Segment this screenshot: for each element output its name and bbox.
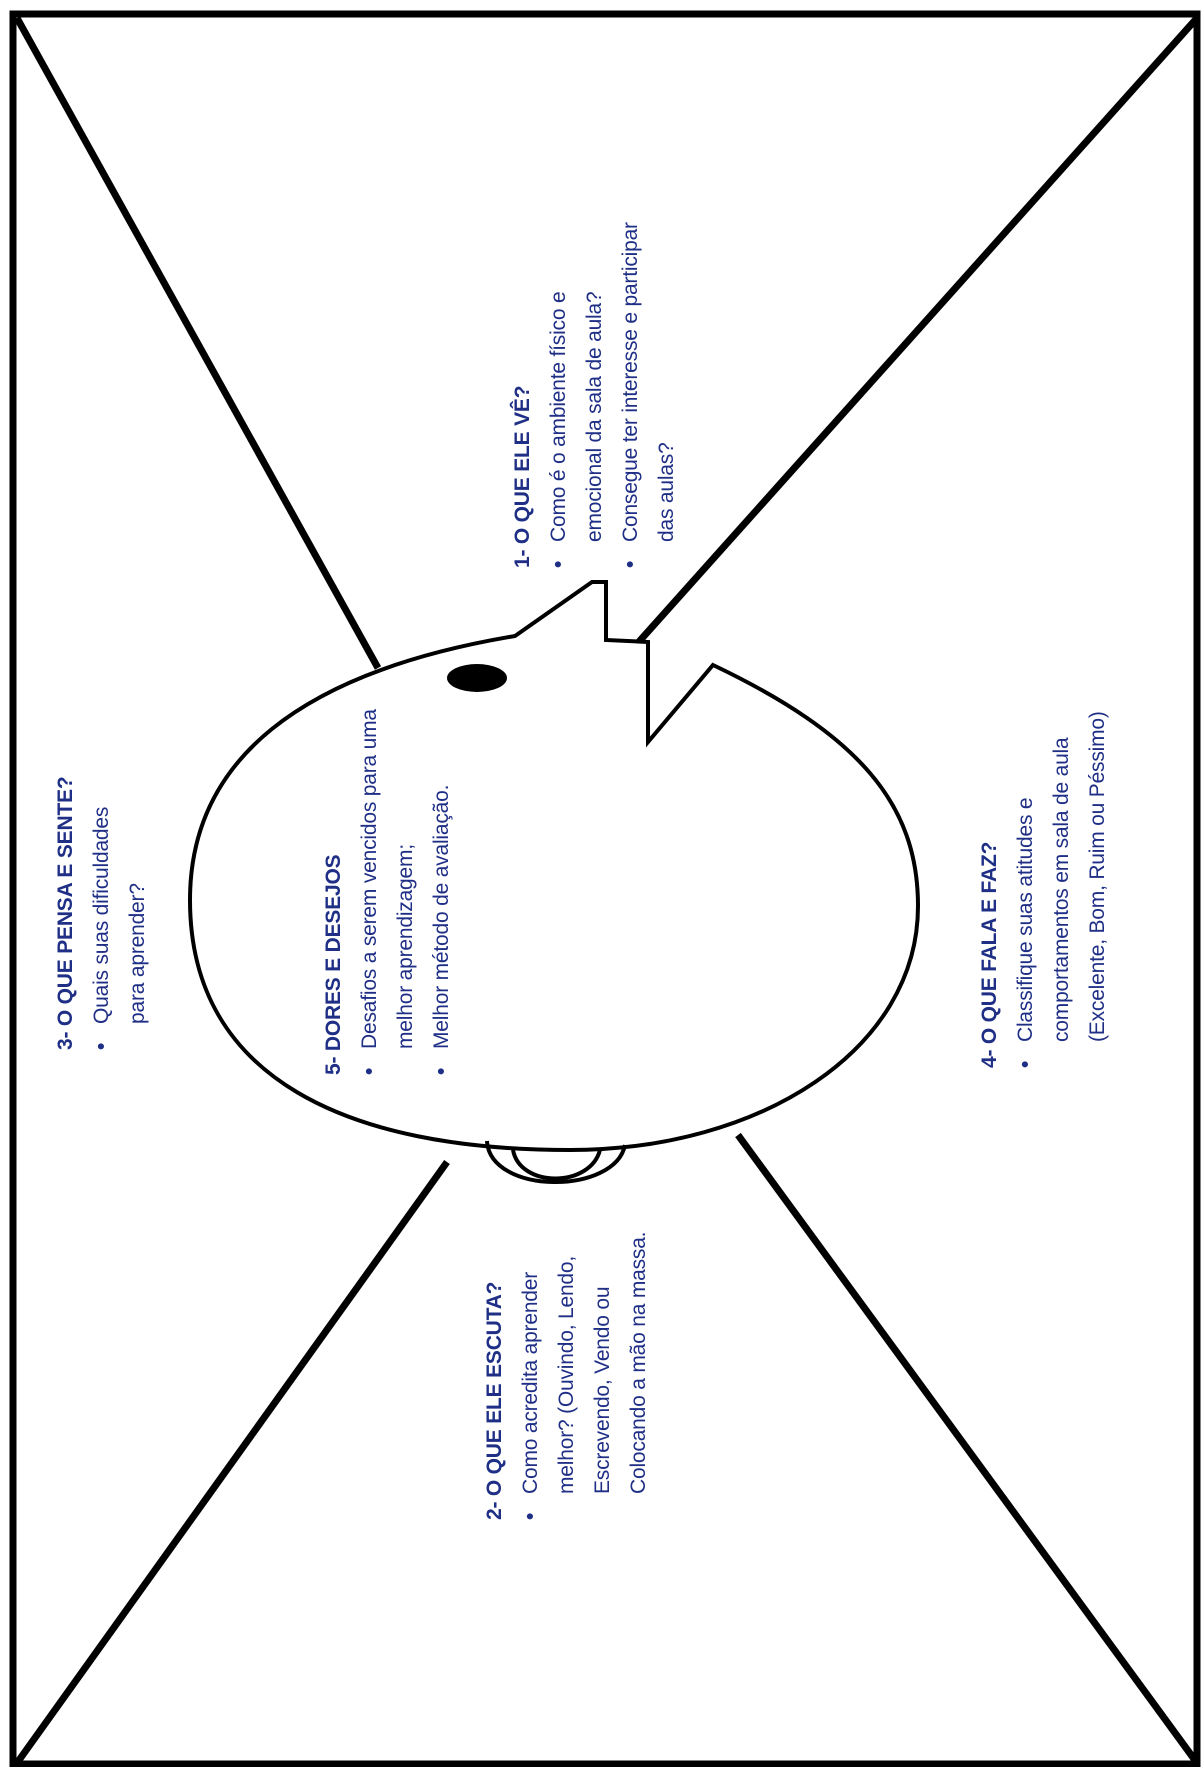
- section-dores-item: Melhor método de avaliação.: [424, 705, 460, 1075]
- divider-top-left: [13, 16, 382, 670]
- section-escuta-list: Como acredita aprender melhor? (Ouvindo,…: [513, 1220, 657, 1520]
- section-ve-item: Consegue ter interesse e participar das …: [613, 196, 685, 568]
- ear-inner: [511, 1149, 602, 1181]
- ear-outer: [485, 1140, 627, 1184]
- head-outline: [187, 580, 921, 1153]
- section-fala-list: Classifique suas atitudes e comportament…: [1008, 698, 1116, 1068]
- section-dores-heading: 5- DORES E DESEJOS: [322, 854, 345, 1075]
- section-escuta: 2- O QUE ELE ESCUTA? Como acredita apren…: [477, 1220, 657, 1520]
- section-pensa-item: Quais suas dificuldades para aprender?: [84, 785, 156, 1050]
- section-pensa-heading: 3- O QUE PENSA E SENTE?: [54, 776, 77, 1050]
- eye: [447, 664, 507, 692]
- section-dores: 5- DORES E DESEJOS Desafios a serem venc…: [316, 705, 460, 1075]
- section-fala-item: Classifique suas atitudes e comportament…: [1008, 698, 1116, 1068]
- section-ve: 1- O QUE ELE VÊ? Como é o ambiente físic…: [505, 196, 685, 568]
- section-dores-list: Desafios a serem vencidos para uma melho…: [352, 705, 460, 1075]
- quadrant-dividers: [13, 15, 1200, 1766]
- divider-top-right: [633, 15, 1200, 648]
- section-escuta-heading: 2- O QUE ELE ESCUTA?: [483, 1281, 506, 1520]
- section-ve-list: Como é o ambiente físico e emocional da …: [541, 196, 685, 568]
- section-ve-item: Como é o ambiente físico e emocional da …: [541, 196, 613, 568]
- section-pensa-list: Quais suas dificuldades para aprender?: [84, 785, 156, 1050]
- divider-bottom-left: [14, 1159, 450, 1766]
- outer-frame: [9, 10, 1201, 1768]
- divider-bottom-right: [735, 1132, 1200, 1766]
- section-dores-item: Desafios a serem vencidos para uma melho…: [352, 705, 424, 1075]
- section-fala-heading: 4- O QUE FALA E FAZ?: [978, 841, 1001, 1068]
- section-pensa: 3- O QUE PENSA E SENTE? Quais suas dific…: [48, 776, 156, 1050]
- section-ve-heading: 1- O QUE ELE VÊ?: [511, 385, 534, 568]
- section-fala: 4- O QUE FALA E FAZ? Classifique suas at…: [972, 698, 1116, 1068]
- section-escuta-item: Como acredita aprender melhor? (Ouvindo,…: [513, 1220, 657, 1520]
